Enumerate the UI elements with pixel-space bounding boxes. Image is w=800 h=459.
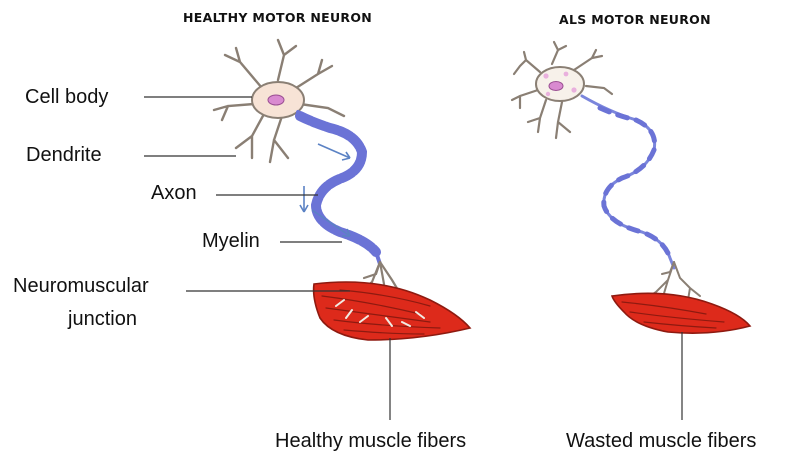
- caption-wasted-muscle: Wasted muscle fibers: [566, 430, 756, 453]
- arrow-icon: [318, 144, 350, 158]
- healthy-myelin-sheath: [300, 116, 376, 252]
- wasted-muscle: [612, 293, 750, 333]
- als-neuron-title: ALS MOTOR NEURON: [559, 12, 711, 27]
- healthy-nucleus: [268, 95, 284, 105]
- leader-lines: [144, 97, 682, 420]
- caption-healthy-muscle: Healthy muscle fibers: [275, 430, 466, 453]
- label-axon: Axon: [151, 181, 197, 205]
- als-neuron: [512, 42, 750, 333]
- label-cell-body: Cell body: [25, 85, 108, 109]
- healthy-neuron: [214, 40, 470, 340]
- healthy-neuron-title: HEALTHY MOTOR NEURON: [183, 10, 372, 25]
- als-myelin-fragments: [600, 108, 670, 258]
- label-nmj-line2: junction: [68, 307, 137, 331]
- label-dendrite: Dendrite: [26, 143, 102, 167]
- label-nmj-line1: Neuromuscular: [13, 274, 149, 298]
- als-axon: [582, 96, 674, 268]
- als-nucleus: [549, 82, 563, 91]
- label-myelin: Myelin: [202, 229, 260, 253]
